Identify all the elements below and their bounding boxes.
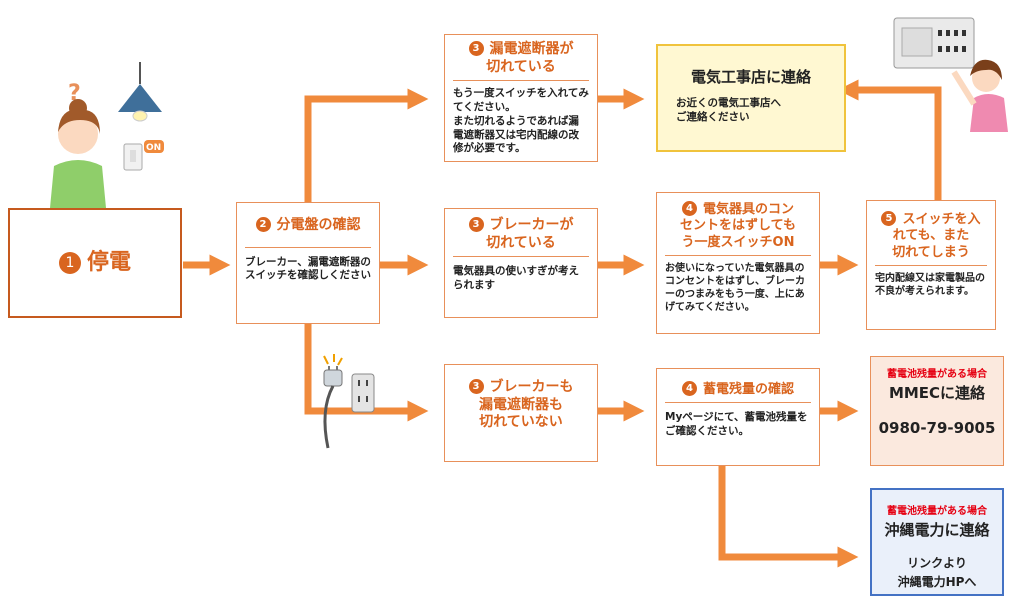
neither-title-l2: 漏電遮断器も [479, 396, 563, 413]
step-number-badge: 5 [881, 211, 897, 226]
panel-check-title-text: 分電盤の確認 [276, 217, 361, 233]
trips-title-l1: スイッチを入 [902, 212, 981, 227]
unplug-title-l2: セントをはずしても [680, 218, 796, 234]
mmec-phone-link[interactable]: 0980-79-9005 [878, 419, 996, 437]
unplug-title-l1: 電気器具のコン [702, 202, 794, 217]
mmec-note: 蓄電池残量がある場合 [887, 369, 987, 380]
divider [245, 246, 371, 248]
svg-text:ON: ON [146, 143, 161, 153]
neither-title-l3: 切れていない [479, 414, 563, 430]
outlet-icon [351, 373, 375, 413]
divider [453, 256, 589, 257]
earth-leak-title-l2: 切れている [486, 58, 556, 75]
divider [665, 254, 811, 256]
okiden-contact-box[interactable]: 蓄電池残量がある場合 沖縄電力に連絡 リンクより 沖縄電力HPへ [870, 488, 1004, 596]
trips-again-title: 5 スイッチを入 れても、また 切れてしまう [867, 211, 995, 261]
battery-check-body: Myページにて、蓄電池残量をご確認ください。 [665, 411, 808, 438]
divider [453, 80, 589, 81]
electrician-body: お近くの電気工事店へ ご連絡ください [676, 97, 781, 123]
breaker-body: 電気器具の使いすぎが考えられます [453, 265, 579, 291]
breaker-title-l1: ブレーカーが [489, 217, 574, 233]
on-badge [144, 140, 164, 153]
neither-tripped-box: 3 ブレーカーも 漏電遮断器も 切れていない [444, 364, 598, 462]
electrician-title: 電気工事店に連絡 [690, 68, 811, 86]
unplug-retry-body: お使いになっていた電気器具のコンセントをはずし、ブレーカーのつまみをもう一度、上… [665, 262, 805, 314]
battery-check-title: 4 蓄電残量の確認 [657, 381, 819, 398]
breaker-box: 3 ブレーカーが 切れている 電気器具の使いすぎが考えられます [444, 208, 598, 318]
panel-check-box: 2 分電盤の確認 ブレーカー、漏電遮断器のスイッチを確認しください [236, 202, 380, 324]
neither-tripped-title: 3 ブレーカーも 漏電遮断器も 切れていない [445, 379, 597, 432]
step-number-badge: 2 [255, 217, 271, 232]
neither-title-l1: ブレーカーも [489, 379, 574, 395]
step-number-badge: 3 [468, 379, 484, 394]
okiden-title: 沖縄電力に連絡 [884, 521, 990, 539]
panel-check-title: 2 分電盤の確認 [237, 217, 379, 235]
mmec-contact-box: 蓄電池残量がある場合 MMECに連絡 0980-79-9005 [870, 356, 1004, 466]
arrow-battery-to-okiden [718, 466, 859, 568]
ceiling-lamp-icon [118, 62, 162, 122]
earth-leak-box: 3 漏電遮断器が 切れている もう一度スイッチを入れてみてください。 また切れるよ… [444, 34, 598, 162]
divider [665, 402, 811, 404]
arrow-trips-to-electrician [837, 79, 942, 200]
step-number-badge: 1 [58, 252, 81, 274]
breaker-title-l2: 切れている [486, 234, 556, 251]
electrician-contact-box: 電気工事店に連絡 お近くの電気工事店へ ご連絡ください [656, 44, 846, 152]
unplug-title-l3: う一度スイッチON [681, 234, 795, 250]
unplug-retry-box: 4 電気器具のコン セントをはずしても う一度スイッチON お使いになっていた電気… [656, 192, 820, 334]
step-number-badge: 3 [468, 217, 484, 232]
earth-leak-title: 3 漏電遮断器が 切れている [445, 41, 597, 76]
spark-icon [323, 354, 343, 366]
okiden-link-l1[interactable]: リンクより [907, 556, 967, 570]
trips-again-body: 宅内配線又は家電製品の不良が考えられます。 [875, 272, 985, 297]
step-number-badge: 3 [468, 41, 484, 56]
step-number-badge: 4 [681, 381, 697, 396]
trunk-panel-down [304, 323, 429, 422]
unplug-retry-title: 4 電気器具のコン セントをはずしても う一度スイッチON [657, 201, 819, 251]
woman-at-breaker-illustration [893, 17, 1008, 132]
breaker-title: 3 ブレーカーが 切れている [445, 217, 597, 252]
earth-leak-body: もう一度スイッチを入れてみてください。 また切れるようであれば漏電遮断器又は宅内… [453, 87, 589, 155]
outage-label: 停電 [86, 250, 131, 276]
divider [875, 264, 987, 266]
trips-title-l2: れても、また [892, 228, 970, 244]
confused-woman-illustration: ? ON [50, 62, 164, 208]
earth-leak-title-l1: 漏電遮断器が [489, 41, 574, 57]
trips-again-box: 5 スイッチを入 れても、また 切れてしまう 宅内配線又は家電製品の不良が考えられ… [866, 200, 996, 330]
trunk-panel-up [304, 88, 429, 202]
panel-check-body: ブレーカー、漏電遮断器のスイッチを確認しください [245, 255, 371, 282]
battery-check-box: 4 蓄電残量の確認 Myページにて、蓄電池残量をご確認ください。 [656, 368, 820, 466]
okiden-link-l2[interactable]: 沖縄電力HPへ [897, 575, 977, 589]
battery-title-text: 蓄電残量の確認 [702, 382, 794, 397]
plug-and-outlet-illustration [323, 354, 375, 449]
okiden-note: 蓄電池残量がある場合 [887, 506, 987, 517]
mmec-title: MMECに連絡 [888, 384, 986, 402]
step-number-badge: 4 [681, 201, 697, 216]
outage-box: 1 停電 [8, 208, 182, 318]
trips-title-l3: 切れてしまう [892, 244, 970, 260]
